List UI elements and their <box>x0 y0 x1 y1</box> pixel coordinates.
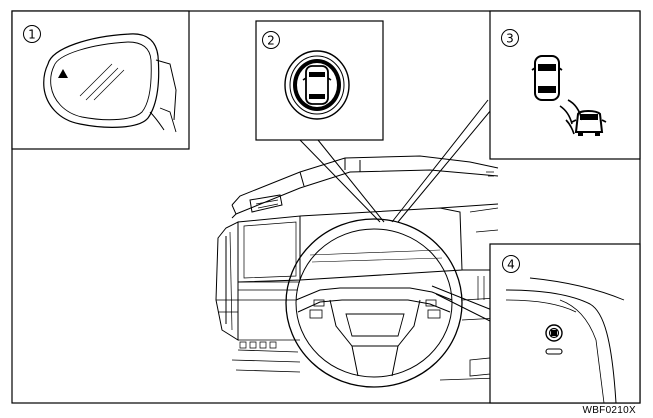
dash-panel-lines <box>505 277 625 404</box>
panel-1: 1 <box>11 10 190 150</box>
outer-frame <box>11 10 641 404</box>
dash-switch-icon <box>545 324 563 355</box>
callout-3-circle <box>501 29 519 47</box>
blind-spot-vehicles-icon <box>531 55 607 136</box>
panel-2: 2 <box>255 20 384 141</box>
callout-4-number: 4 <box>507 258 515 272</box>
callout-3-number: 3 <box>506 32 514 46</box>
callout-1-circle <box>23 25 41 43</box>
side-mirror-icon <box>43 33 177 133</box>
panel-4: 4 <box>489 243 641 404</box>
car-in-circle-icon <box>284 50 350 120</box>
callout-2-circle <box>262 31 280 49</box>
radar-waves-icon <box>565 119 575 135</box>
steering-wheel <box>285 218 463 388</box>
figure-code: WBF0210X <box>582 405 636 416</box>
leader-lines <box>299 99 497 323</box>
callout-1-number: 1 <box>28 28 36 42</box>
callout-4-circle <box>502 255 520 273</box>
dash-edge-detail <box>486 171 494 177</box>
callout-2-number: 2 <box>267 34 275 48</box>
panel-3: 3 <box>489 10 641 160</box>
warning-triangle-icon <box>58 69 68 78</box>
